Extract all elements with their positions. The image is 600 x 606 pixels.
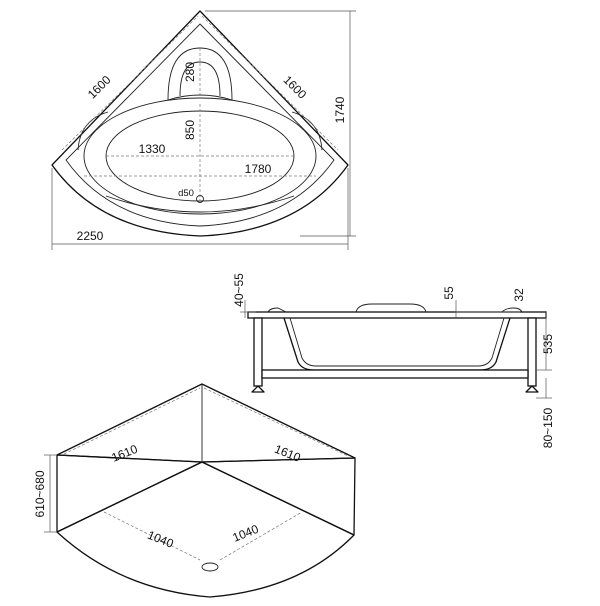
lower-seat-line <box>105 195 295 213</box>
front-drain-icon <box>201 562 219 572</box>
label-front-side-left: 1610 <box>109 442 139 465</box>
armrest-left <box>77 111 109 151</box>
label-front-side-right: 1610 <box>272 442 302 465</box>
side-headrest <box>355 303 427 313</box>
label-overall-width: 2250 <box>77 229 104 243</box>
side-frame-left-post <box>253 317 263 387</box>
side-foot-right <box>525 385 539 393</box>
label-rim-thickness: 32 <box>512 288 526 302</box>
label-headrest-height: 55 <box>442 286 456 300</box>
front-top-face <box>56 383 356 463</box>
label-leg-adjust: 80~150 <box>541 407 555 448</box>
label-inner-depth: 850 <box>183 120 197 140</box>
top-view-rim <box>65 23 335 227</box>
side-rim <box>247 311 547 319</box>
label-tub-height: 535 <box>541 334 555 354</box>
front-right-apron <box>201 457 356 536</box>
armrest-right <box>291 111 323 151</box>
front-left-apron <box>56 454 203 533</box>
label-overall-height: 1740 <box>333 96 347 123</box>
top-view-outer-outline <box>51 10 349 237</box>
front-curved-apron <box>56 461 355 598</box>
side-tub-body <box>283 317 511 371</box>
label-height-range: 610~680 <box>33 470 47 517</box>
label-front-inner-right: 1040 <box>230 522 260 545</box>
dim-side-left <box>61 15 199 151</box>
side-view: 40~55 55 32 535 80~150 <box>232 273 555 448</box>
label-rim-height: 40~55 <box>232 273 246 307</box>
top-view: 1600 1600 280 850 1330 1780 d50 2250 174… <box>51 10 356 250</box>
side-frame-bar <box>261 369 529 379</box>
side-foot-left <box>251 385 265 393</box>
bath-well-outer <box>83 97 317 215</box>
label-side-left: 1600 <box>85 73 114 102</box>
label-inner-length: 1780 <box>245 162 272 176</box>
label-front-inner-left: 1040 <box>145 528 175 551</box>
label-headrest: 280 <box>183 62 197 82</box>
headrest-inner <box>179 61 221 97</box>
label-drain: d50 <box>178 188 194 199</box>
front-view: 610~680 1610 1610 1040 1040 <box>33 383 356 598</box>
dim-side-right <box>201 15 339 151</box>
side-frame-right-post <box>527 317 537 387</box>
label-inner-width: 1330 <box>139 142 166 156</box>
